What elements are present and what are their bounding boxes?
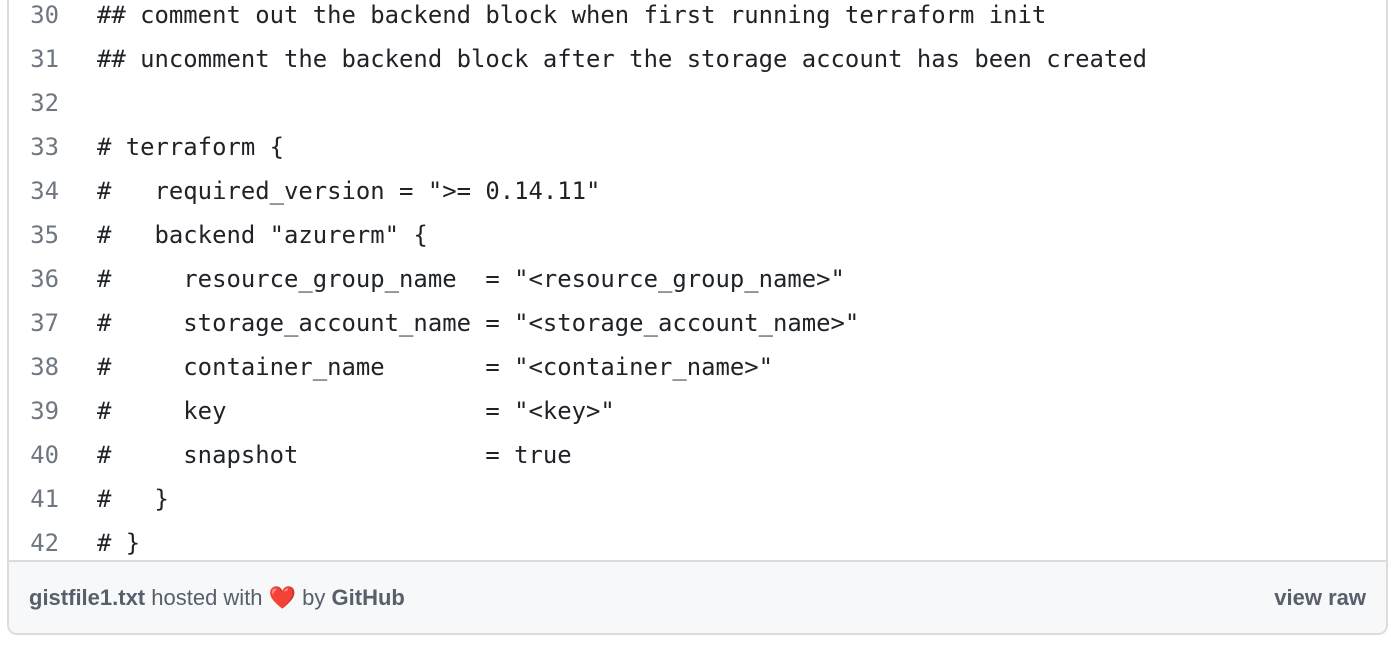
line-number[interactable]: 37 — [30, 309, 59, 337]
line-number[interactable]: 41 — [30, 485, 59, 513]
line-number[interactable]: 32 — [30, 89, 59, 117]
line-number[interactable]: 33 — [30, 133, 59, 161]
line-text: # snapshot = true — [97, 441, 572, 469]
line-text: # resource_group_name = "<resource_group… — [97, 265, 845, 293]
code-line: 39 # key = "<key>" — [9, 389, 1386, 433]
code-line: 30 ## comment out the backend block when … — [9, 0, 1386, 37]
line-text: # storage_account_name = "<storage_accou… — [97, 309, 860, 337]
code-line: 36 # resource_group_name = "<resource_gro… — [9, 257, 1386, 301]
line-number[interactable]: 40 — [30, 441, 59, 469]
line-number[interactable]: 31 — [30, 45, 59, 73]
code-line: 34 # required_version = ">= 0.14.11" — [9, 169, 1386, 213]
line-number[interactable]: 35 — [30, 221, 59, 249]
line-number[interactable]: 38 — [30, 353, 59, 381]
line-text: # } — [97, 529, 141, 557]
line-text: ## comment out the backend block when fi… — [97, 1, 1047, 29]
line-text: # required_version = ">= 0.14.11" — [97, 177, 601, 205]
line-number[interactable]: 42 — [30, 529, 59, 557]
line-text: # } — [97, 485, 169, 513]
code-line: 42 # } — [9, 521, 1386, 565]
line-text: # backend "azurerm" { — [97, 221, 428, 249]
line-number[interactable]: 39 — [30, 397, 59, 425]
by-text: by — [296, 584, 332, 610]
gist-footer: gistfile1.txt hosted with ❤️ by GitHub v… — [9, 560, 1386, 633]
line-number[interactable]: 34 — [30, 177, 59, 205]
line-text: # key = "<key>" — [97, 397, 615, 425]
code-line: 33 # terraform { — [9, 125, 1386, 169]
code-line: 38 # container_name = "<container_name>" — [9, 345, 1386, 389]
line-number[interactable]: 36 — [30, 265, 59, 293]
view-raw-link[interactable]: view raw — [1274, 584, 1366, 610]
code-line: 41 # } — [9, 477, 1386, 521]
line-text: # terraform { — [97, 133, 284, 161]
line-text: # container_name = "<container_name>" — [97, 353, 774, 381]
code-line: 31 ## uncomment the backend block after t… — [9, 37, 1386, 81]
hosted-with-text: hosted with — [145, 584, 269, 610]
code-line: 40 # snapshot = true — [9, 433, 1386, 477]
code-block: 30 ## comment out the backend block when … — [9, 0, 1386, 565]
gist-embed: 30 ## comment out the backend block when … — [7, 0, 1388, 635]
code-line: 37 # storage_account_name = "<storage_acc… — [9, 301, 1386, 345]
line-number[interactable]: 30 — [30, 1, 59, 29]
filename-link[interactable]: gistfile1.txt — [29, 584, 146, 610]
code-line: 35 # backend "azurerm" { — [9, 213, 1386, 257]
heart-icon: ❤️ — [268, 584, 297, 610]
code-line: 32 — [9, 81, 1386, 125]
github-link[interactable]: GitHub — [331, 584, 405, 610]
gist-meta: gistfile1.txt hosted with ❤️ by GitHub — [29, 585, 405, 611]
line-text: ## uncomment the backend block after the… — [97, 45, 1147, 73]
